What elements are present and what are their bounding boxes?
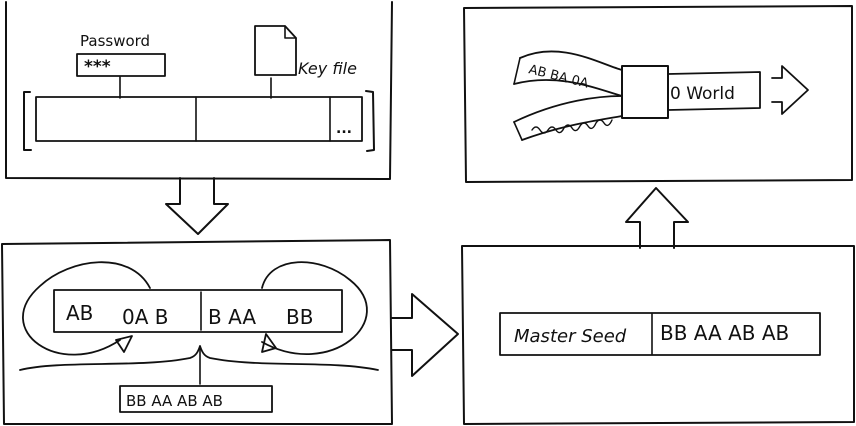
segment-2: 0A B <box>122 305 168 329</box>
arrow-down <box>165 177 229 235</box>
password-field <box>76 53 166 77</box>
panel-output: AB BA 0A 0 World <box>463 5 853 183</box>
keyfile-label: Key file <box>298 59 357 78</box>
password-label: Password <box>80 32 150 50</box>
loop-left <box>22 261 151 356</box>
panel-seed: Master Seed BB AA AB AB <box>461 245 855 425</box>
arrow-right <box>391 293 459 377</box>
ribbon-bottom-upper <box>513 95 623 123</box>
segment-3: B AA <box>208 305 256 329</box>
segment-1: AB <box>66 301 93 325</box>
segments-bar <box>53 289 343 333</box>
seed-bar <box>499 312 821 356</box>
panel-composite-frame <box>1 239 393 425</box>
brace <box>19 345 379 371</box>
output-box <box>667 71 761 111</box>
panel-input: Password *** Key file ... <box>5 1 393 180</box>
salt-value: BB AA AB AB <box>126 392 223 410</box>
loop-right-head <box>261 333 277 353</box>
bar-bracket-left <box>23 91 32 151</box>
loop-left-head <box>115 335 133 353</box>
keyfile-icon <box>254 25 297 76</box>
panel-output-frame <box>463 5 853 183</box>
ribbon-top-lower <box>513 79 623 97</box>
ribbon-bottom-end <box>513 121 523 141</box>
salt-box <box>119 385 273 413</box>
stream-text: AB BA 0A <box>527 62 590 91</box>
segment-4: BB <box>286 305 313 329</box>
panel-composite: AB 0A B B AA BB BB AA AB AB <box>1 239 393 425</box>
password-mask: *** <box>84 57 111 77</box>
ribbon-bottom-lower <box>521 115 623 141</box>
panel-seed-frame <box>461 245 855 425</box>
bar-bracket-right <box>365 90 375 152</box>
loop-right <box>261 261 368 355</box>
seed-label: Master Seed <box>514 326 627 347</box>
ribbon-top-upper <box>519 50 623 71</box>
cipher-block <box>621 65 669 119</box>
input-slots-bar <box>35 96 363 142</box>
output-text: 0 World <box>670 84 735 104</box>
arrow-up <box>625 187 689 249</box>
ribbon-top-end <box>513 57 521 85</box>
seed-value: BB AA AB AB <box>660 321 789 345</box>
panel-input-frame <box>5 1 393 180</box>
output-arrow <box>771 65 809 115</box>
slot-ellipsis: ... <box>336 121 352 137</box>
plaintext-squiggle <box>531 119 613 134</box>
